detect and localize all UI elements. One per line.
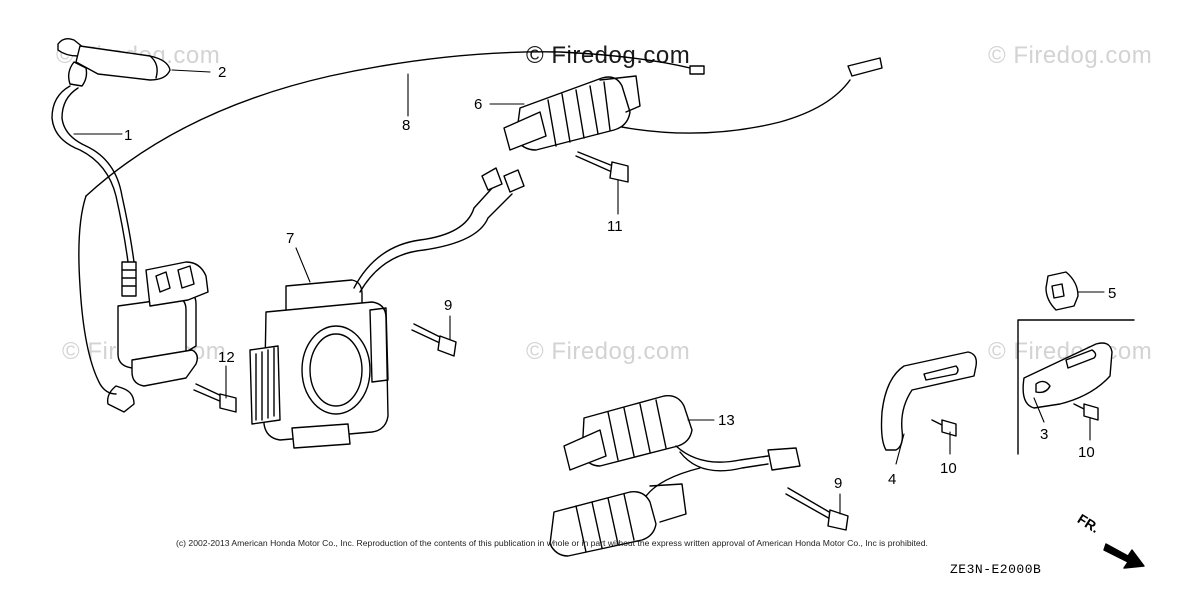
part-5-grommet xyxy=(1045,271,1079,311)
callout-3: 3 xyxy=(1040,426,1048,443)
part-12-bolt xyxy=(193,383,237,413)
callout-11: 11 xyxy=(607,218,623,235)
watermark-mid-center: © Firedog.com xyxy=(526,338,691,365)
copyright-notice: (c) 2002-2013 American Honda Motor Co., … xyxy=(176,538,928,548)
part-2-spark-plug-cap xyxy=(57,37,171,87)
callout-6: 6 xyxy=(474,96,482,113)
part-9-bolt-lower xyxy=(785,487,849,531)
callout-2: 2 xyxy=(218,64,226,81)
part-8-wire xyxy=(85,51,883,197)
front-marker-label: FR. xyxy=(1075,510,1103,536)
leader-lines xyxy=(73,69,1105,515)
part-3-plate xyxy=(1022,342,1113,409)
part-10-bolt-right xyxy=(1073,403,1099,421)
callout-13: 13 xyxy=(718,412,735,429)
part-13-lighting-coil xyxy=(549,395,801,557)
part-1-ignition-coil xyxy=(51,85,209,413)
callout-5: 5 xyxy=(1108,285,1116,302)
callout-7: 7 xyxy=(286,230,294,247)
callout-8: 8 xyxy=(402,117,410,134)
part-11-bolt xyxy=(575,151,629,183)
callout-9-upper: 9 xyxy=(444,297,452,314)
group-bracket-line xyxy=(1017,319,1135,455)
callout-1: 1 xyxy=(124,127,132,144)
callout-12: 12 xyxy=(218,349,235,366)
part-6-lighting-coil xyxy=(503,75,641,151)
front-direction-arrow xyxy=(1103,543,1145,569)
part-7-stator xyxy=(249,167,525,449)
diagram-code: ZE3N-E2000B xyxy=(950,562,1042,577)
part-10-bolt-left xyxy=(931,419,957,437)
callout-10-right: 10 xyxy=(1078,444,1095,461)
watermark-top-right: © Firedog.com xyxy=(988,42,1153,69)
callout-4: 4 xyxy=(888,471,896,488)
callout-10-left: 10 xyxy=(940,460,957,477)
callout-9-lower: 9 xyxy=(834,475,842,492)
part-9-bolt-upper xyxy=(411,323,457,357)
